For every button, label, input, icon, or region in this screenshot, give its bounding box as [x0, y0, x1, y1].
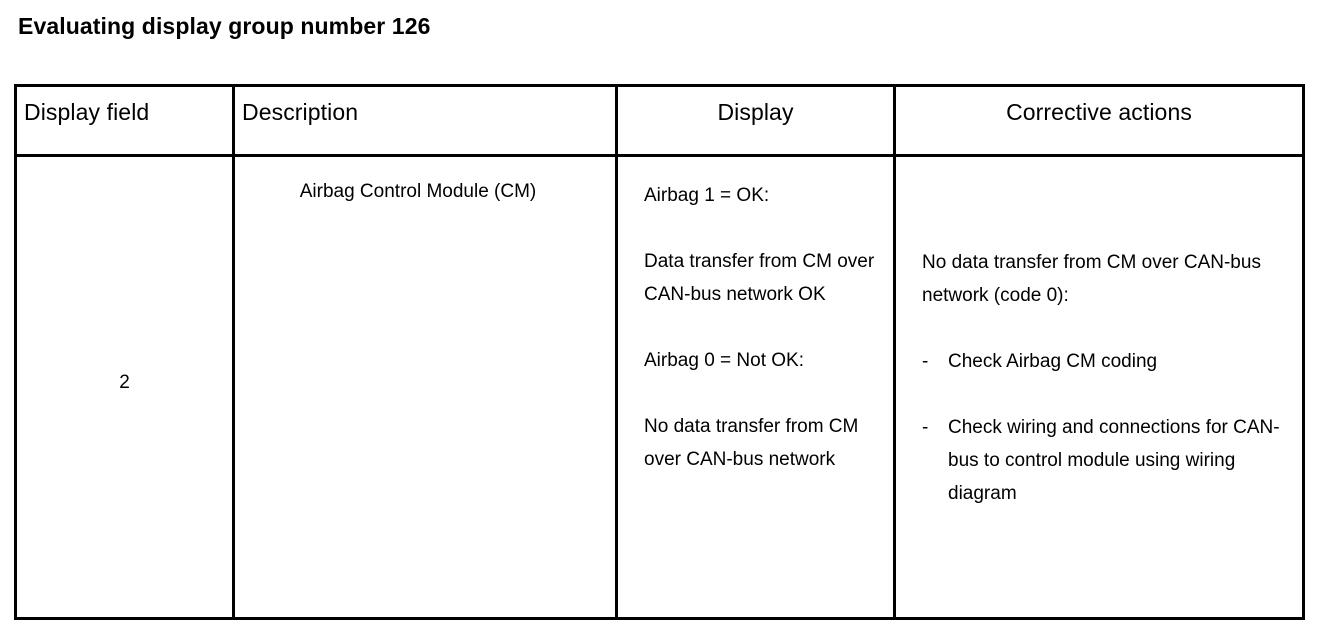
cell-corrective-actions: No data transfer from CM over CAN-bus ne… — [893, 154, 1305, 620]
column-header-description-label: Description — [242, 99, 359, 125]
corrective-actions-intro: No data transfer from CM over CAN-bus ne… — [922, 252, 1261, 306]
description-value: Airbag Control Module (CM) — [299, 181, 537, 202]
column-header-display: Display — [615, 84, 896, 157]
list-item-text: Check Airbag CM coding — [948, 351, 1158, 372]
column-header-display-field: Display field — [14, 84, 235, 157]
dash-bullet-icon: - — [922, 351, 929, 372]
display-block-airbag-1-ok: Airbag 1 = OK: — [644, 185, 770, 206]
column-header-corrective-actions-label: Corrective actions — [1006, 99, 1192, 125]
cell-display-field: 2 — [14, 154, 235, 620]
page-title: Evaluating display group number 126 — [18, 13, 431, 39]
corrective-actions-list: - Check Airbag CM coding - Check wiring … — [922, 345, 1292, 510]
column-header-description: Description — [232, 84, 618, 157]
display-field-value: 2 — [119, 372, 130, 393]
column-header-corrective-actions: Corrective actions — [893, 84, 1305, 157]
cell-description: Airbag Control Module (CM) — [232, 154, 618, 620]
evaluation-table: Display field Description Display Correc… — [14, 84, 1305, 620]
display-block-no-data-transfer: No data transfer from CM over CAN-bus ne… — [644, 416, 859, 470]
corrective-actions-content: No data transfer from CM over CAN-bus ne… — [896, 157, 1302, 510]
table-header-row: Display field Description Display Correc… — [14, 84, 1305, 157]
dash-bullet-icon: - — [922, 417, 929, 438]
column-header-display-field-label: Display field — [24, 99, 150, 125]
list-item: - Check wiring and connections for CAN-b… — [922, 411, 1292, 510]
display-block-data-transfer-ok: Data transfer from CM over CAN-bus netwo… — [644, 251, 875, 305]
column-header-display-label: Display — [717, 99, 794, 125]
display-block-airbag-0-not-ok: Airbag 0 = Not OK: — [644, 350, 804, 371]
cell-display: Airbag 1 = OK: Data transfer from CM ove… — [615, 154, 896, 620]
list-item: - Check Airbag CM coding — [922, 345, 1292, 378]
list-item-text: Check wiring and connections for CAN-bus… — [948, 417, 1280, 504]
display-content: Airbag 1 = OK: Data transfer from CM ove… — [618, 157, 893, 476]
table-row: 2 Airbag Control Module (CM) Airbag 1 = … — [14, 154, 1305, 620]
